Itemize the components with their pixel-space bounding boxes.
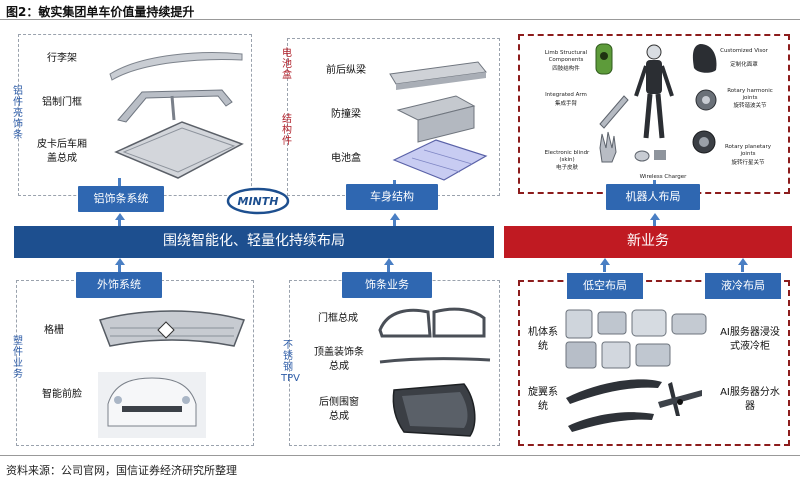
arrow-trim-stem — [387, 264, 390, 272]
integrated-arm-image — [599, 95, 629, 129]
callout-limb-en: Limb Structural Components — [544, 50, 588, 63]
new-business-bar: 新业务 — [504, 226, 792, 258]
roof-rack-image — [109, 52, 243, 81]
arrow-lowalt-up — [600, 258, 610, 265]
arrow-robot-up — [650, 213, 660, 220]
low-altitude-illustrations — [565, 309, 707, 432]
item-grille: 格栅 — [44, 325, 64, 336]
airframe-part-2 — [597, 311, 627, 335]
trim-illustrations — [378, 307, 491, 437]
callout-harmonic-en: Rotary harmonic joints — [727, 88, 773, 101]
door-frame-assembly-image — [378, 308, 432, 338]
callout-skin-cn: 电子皮肤 — [555, 165, 578, 171]
arrow-exterior-up — [115, 258, 125, 265]
figure-title: 图2：敏实集团单车价值量持续提升 — [6, 5, 195, 19]
aluminum-side-label: 铝件 亮饰条 — [13, 86, 23, 141]
callout-visor-en: Customized Visor — [720, 48, 768, 54]
callout-harmonic-cn: 旋转谐波关节 — [733, 103, 767, 109]
trim-business-button[interactable]: 饰条业务 — [342, 272, 432, 298]
callout-planetary-en: Rotary planetary joints — [724, 144, 772, 157]
airframe-part-5 — [565, 341, 597, 369]
battery-box-image — [392, 139, 488, 181]
callout-limb-cn: 四肢结构件 — [552, 66, 580, 72]
arrow-body-up — [390, 213, 400, 220]
wireless-charger-image — [634, 150, 650, 162]
door-frame-pillar — [170, 95, 176, 121]
airframe-part-6 — [601, 341, 631, 369]
rotor-blade-2 — [568, 412, 654, 432]
new-business-panel — [518, 280, 790, 446]
item-airframe-system: 机体系统 — [528, 327, 558, 352]
source-note: 资料来源：公司官网，国信证券经济研究所整理 — [6, 464, 237, 477]
tonneau-image — [114, 121, 244, 179]
arrow-lowalt-stem — [603, 264, 606, 272]
robot-layout-button[interactable]: 机器人布局 — [606, 184, 700, 210]
callout-planetary-cn: 旋转行星关节 — [731, 160, 765, 166]
source-rule — [0, 455, 800, 456]
arrow-cooling-stem — [741, 264, 744, 272]
exterior-system-button[interactable]: 外饰系统 — [76, 272, 162, 298]
item-rotor-system: 旋翼系统 — [528, 387, 558, 412]
arrow-cooling-up — [738, 258, 748, 265]
aluminum-trim-system-button[interactable]: 铝饰条系统 — [78, 186, 164, 212]
robot-illustrations — [595, 43, 717, 163]
item-battery-box: 电池盒 — [331, 153, 361, 164]
arrow-exterior-stem — [118, 264, 121, 272]
item-longitudinal-beam: 前后纵梁 — [326, 65, 366, 76]
body-side-label-structural: 结构件 — [282, 114, 292, 147]
item-door-frame-assembly: 门框总成 — [318, 313, 358, 324]
callout-arm-cn: 集成手臂 — [554, 101, 577, 107]
arrow-trim-up — [384, 258, 394, 265]
airframe-part-7 — [635, 343, 671, 367]
item-aluminum-door-frame: 铝制门框 — [42, 97, 82, 108]
aluminum-illustrations — [109, 52, 244, 179]
callout-arm-en: Integrated Arm — [545, 92, 587, 98]
aluminum-stem — [118, 178, 121, 186]
low-altitude-button[interactable]: 低空布局 — [566, 272, 644, 300]
central-strategy-bar: 围绕智能化、轻量化持续布局 — [14, 226, 494, 258]
electronic-skin-image — [599, 131, 617, 163]
minth-logo-text: MINTH — [238, 195, 279, 208]
roof-trim-image — [379, 357, 491, 364]
item-bumper-beam: 防撞梁 — [331, 109, 361, 120]
trim-side-label: 不锈钢 TPV — [281, 340, 300, 384]
arrow-robot-stem — [653, 219, 656, 226]
rotor-blade-1 — [566, 379, 662, 404]
item-roof-rack: 行李架 — [47, 53, 77, 64]
airframe-part-1 — [565, 309, 593, 339]
callout-visor-cn: 定制化面罩 — [730, 62, 758, 68]
item-smart-front-face: 智能前脸 — [42, 389, 82, 400]
liquid-cooling-button[interactable]: 液冷布局 — [704, 272, 782, 300]
item-ai-immersion-cabinet: AI服务器浸没式液冷柜 — [720, 327, 780, 352]
arrow-aluminum-stem — [118, 219, 121, 226]
callout-charger-en: Wireless Charger — [639, 174, 687, 180]
body-structure-button[interactable]: 车身结构 — [346, 184, 438, 210]
exterior-illustrations — [98, 310, 245, 438]
arrow-body-stem — [393, 219, 396, 226]
arrow-aluminum-up — [115, 213, 125, 220]
title-rule — [0, 19, 800, 20]
airframe-part-4 — [671, 313, 707, 335]
robot-stem — [653, 180, 656, 186]
exterior-side-label: 塑件业务 — [13, 336, 23, 380]
item-rear-quarter-window: 后侧围窗总成 — [319, 397, 359, 422]
callout-skin-en: Electronic blindr (skin) — [544, 150, 590, 163]
body-structure-illustrations — [389, 61, 488, 181]
item-ai-water-distributor: AI服务器分水器 — [720, 387, 780, 412]
minth-logo: MINTH — [226, 187, 290, 215]
item-pickup-tonneau: 皮卡后车厢盖总成 — [37, 139, 87, 164]
humanoid-robot-image — [646, 44, 662, 60]
body-side-label-battery: 电池盒 — [282, 48, 292, 81]
airframe-part-3 — [631, 309, 667, 337]
item-roof-trim-assembly: 顶盖装饰条总成 — [314, 347, 364, 372]
door-frame-image — [117, 89, 233, 123]
body-stem — [393, 180, 396, 186]
visor-image — [692, 44, 717, 73]
